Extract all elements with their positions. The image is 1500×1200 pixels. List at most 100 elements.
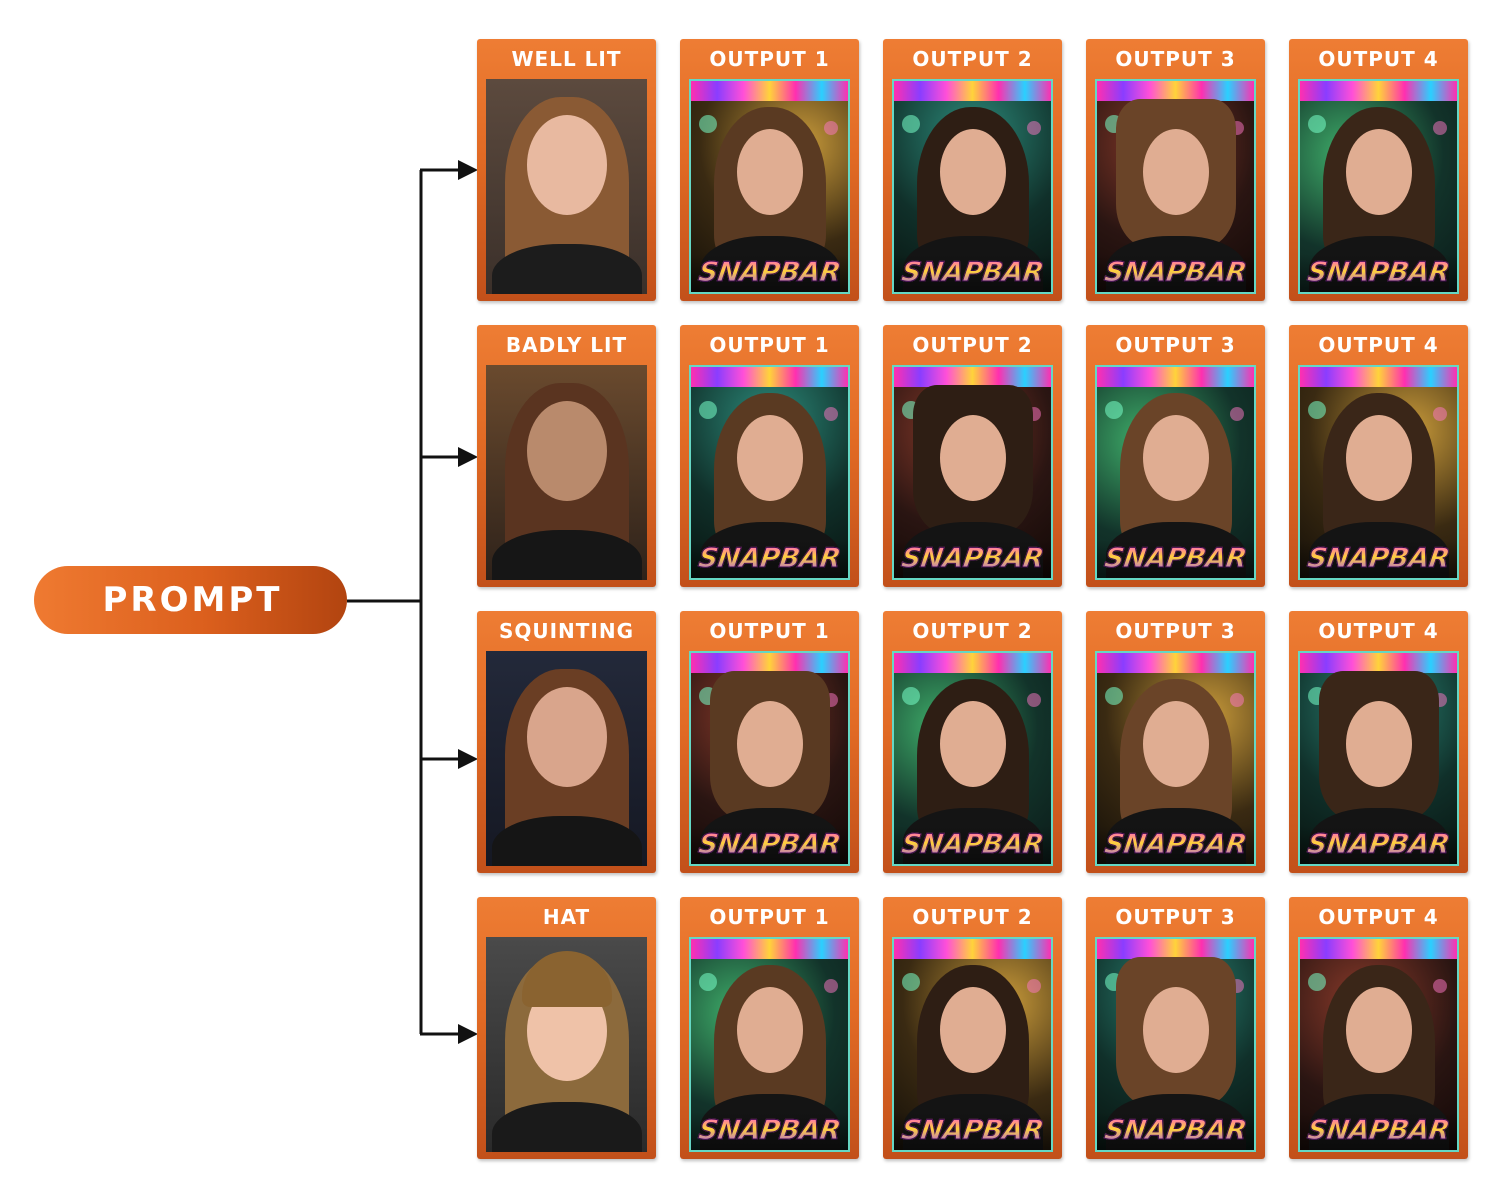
- input-photo-card: HAT: [477, 897, 656, 1159]
- output-label: OUTPUT 1: [709, 333, 830, 357]
- snapbar-logo: SNAPBAR: [894, 543, 1051, 575]
- output-card: OUTPUT 1 SNAPBAR: [680, 325, 859, 587]
- snapbar-logo: SNAPBAR: [1097, 257, 1254, 289]
- trading-card-art: SNAPBAR: [1095, 79, 1256, 294]
- trading-card-art: SNAPBAR: [1095, 937, 1256, 1152]
- snapbar-logo: SNAPBAR: [1097, 1115, 1254, 1147]
- output-label: OUTPUT 2: [912, 333, 1033, 357]
- output-label: OUTPUT 4: [1318, 905, 1439, 929]
- output-label: OUTPUT 2: [912, 47, 1033, 71]
- neon-banner-stripe: [1300, 367, 1457, 387]
- snapbar-logo: SNAPBAR: [691, 257, 848, 289]
- snapbar-logo: SNAPBAR: [894, 1115, 1051, 1147]
- output-card: OUTPUT 3 SNAPBAR: [1086, 325, 1265, 587]
- arrow-head-2: [458, 447, 478, 467]
- trading-card-art: SNAPBAR: [689, 651, 850, 866]
- output-label: OUTPUT 1: [709, 47, 830, 71]
- output-label: OUTPUT 2: [912, 619, 1033, 643]
- neon-banner-stripe: [1097, 939, 1254, 959]
- neon-banner-stripe: [691, 653, 848, 673]
- snapbar-logo: SNAPBAR: [691, 1115, 848, 1147]
- arrow-head-3: [458, 749, 478, 769]
- output-card: OUTPUT 3 SNAPBAR: [1086, 39, 1265, 301]
- snapbar-logo: SNAPBAR: [1300, 257, 1457, 289]
- output-label: OUTPUT 4: [1318, 47, 1439, 71]
- output-card: OUTPUT 1 SNAPBAR: [680, 39, 859, 301]
- neon-banner-stripe: [691, 81, 848, 101]
- input-photo-card: WELL LIT: [477, 39, 656, 301]
- input-photo-card: SQUINTING: [477, 611, 656, 873]
- trading-card-art: SNAPBAR: [689, 937, 850, 1152]
- output-card: OUTPUT 2 SNAPBAR: [883, 39, 1062, 301]
- output-label: OUTPUT 3: [1115, 619, 1236, 643]
- neon-banner-stripe: [894, 367, 1051, 387]
- beanie-hat: [521, 951, 612, 1007]
- output-label: OUTPUT 1: [709, 619, 830, 643]
- arrow-head-1: [458, 160, 478, 180]
- output-card: OUTPUT 4 SNAPBAR: [1289, 897, 1468, 1159]
- output-label: OUTPUT 3: [1115, 333, 1236, 357]
- trading-card-art: SNAPBAR: [892, 365, 1053, 580]
- output-card: OUTPUT 3 SNAPBAR: [1086, 897, 1265, 1159]
- input-photo-label: SQUINTING: [498, 619, 635, 643]
- output-card: OUTPUT 2 SNAPBAR: [883, 325, 1062, 587]
- output-card: OUTPUT 1 SNAPBAR: [680, 897, 859, 1159]
- neon-banner-stripe: [894, 653, 1051, 673]
- output-label: OUTPUT 1: [709, 905, 830, 929]
- snapbar-logo: SNAPBAR: [1300, 829, 1457, 861]
- input-photo-card: BADLY LIT: [477, 325, 656, 587]
- neon-banner-stripe: [691, 939, 848, 959]
- snapbar-logo: SNAPBAR: [1097, 829, 1254, 861]
- input-photo-label: HAT: [542, 905, 591, 929]
- neon-banner-stripe: [894, 939, 1051, 959]
- output-label: OUTPUT 4: [1318, 619, 1439, 643]
- input-photo: [486, 79, 647, 294]
- trading-card-art: SNAPBAR: [892, 651, 1053, 866]
- prompt-pill: PROMPT: [34, 566, 347, 634]
- input-photo-label: WELL LIT: [511, 47, 622, 71]
- output-card: OUTPUT 3 SNAPBAR: [1086, 611, 1265, 873]
- output-card: OUTPUT 4 SNAPBAR: [1289, 39, 1468, 301]
- output-card: OUTPUT 4 SNAPBAR: [1289, 325, 1468, 587]
- trading-card-art: SNAPBAR: [1095, 651, 1256, 866]
- trading-card-art: SNAPBAR: [892, 79, 1053, 294]
- trading-card-art: SNAPBAR: [892, 937, 1053, 1152]
- snapbar-logo: SNAPBAR: [894, 257, 1051, 289]
- output-card: OUTPUT 4 SNAPBAR: [1289, 611, 1468, 873]
- input-photo: [486, 651, 647, 866]
- snapbar-logo: SNAPBAR: [1300, 543, 1457, 575]
- snapbar-logo: SNAPBAR: [691, 829, 848, 861]
- output-label: OUTPUT 3: [1115, 47, 1236, 71]
- output-label: OUTPUT 4: [1318, 333, 1439, 357]
- input-photo: [486, 365, 647, 580]
- snapbar-logo: SNAPBAR: [1300, 1115, 1457, 1147]
- neon-banner-stripe: [691, 367, 848, 387]
- neon-banner-stripe: [1300, 653, 1457, 673]
- output-card: OUTPUT 2 SNAPBAR: [883, 897, 1062, 1159]
- snapbar-logo: SNAPBAR: [1097, 543, 1254, 575]
- output-card: OUTPUT 1 SNAPBAR: [680, 611, 859, 873]
- output-card: OUTPUT 2 SNAPBAR: [883, 611, 1062, 873]
- trading-card-art: SNAPBAR: [1298, 937, 1459, 1152]
- neon-banner-stripe: [1300, 81, 1457, 101]
- neon-banner-stripe: [1097, 653, 1254, 673]
- trading-card-art: SNAPBAR: [1095, 365, 1256, 580]
- neon-banner-stripe: [1300, 939, 1457, 959]
- arrow-head-4: [458, 1024, 478, 1044]
- trading-card-art: SNAPBAR: [1298, 651, 1459, 866]
- input-photo: [486, 937, 647, 1152]
- input-photo-label: BADLY LIT: [505, 333, 628, 357]
- neon-banner-stripe: [1097, 367, 1254, 387]
- trading-card-art: SNAPBAR: [1298, 365, 1459, 580]
- trading-card-art: SNAPBAR: [1298, 79, 1459, 294]
- trading-card-art: SNAPBAR: [689, 79, 850, 294]
- neon-banner-stripe: [1097, 81, 1254, 101]
- output-label: OUTPUT 3: [1115, 905, 1236, 929]
- trading-card-art: SNAPBAR: [689, 365, 850, 580]
- output-label: OUTPUT 2: [912, 905, 1033, 929]
- snapbar-logo: SNAPBAR: [894, 829, 1051, 861]
- neon-banner-stripe: [894, 81, 1051, 101]
- prompt-label: PROMPT: [102, 580, 283, 620]
- snapbar-logo: SNAPBAR: [691, 543, 848, 575]
